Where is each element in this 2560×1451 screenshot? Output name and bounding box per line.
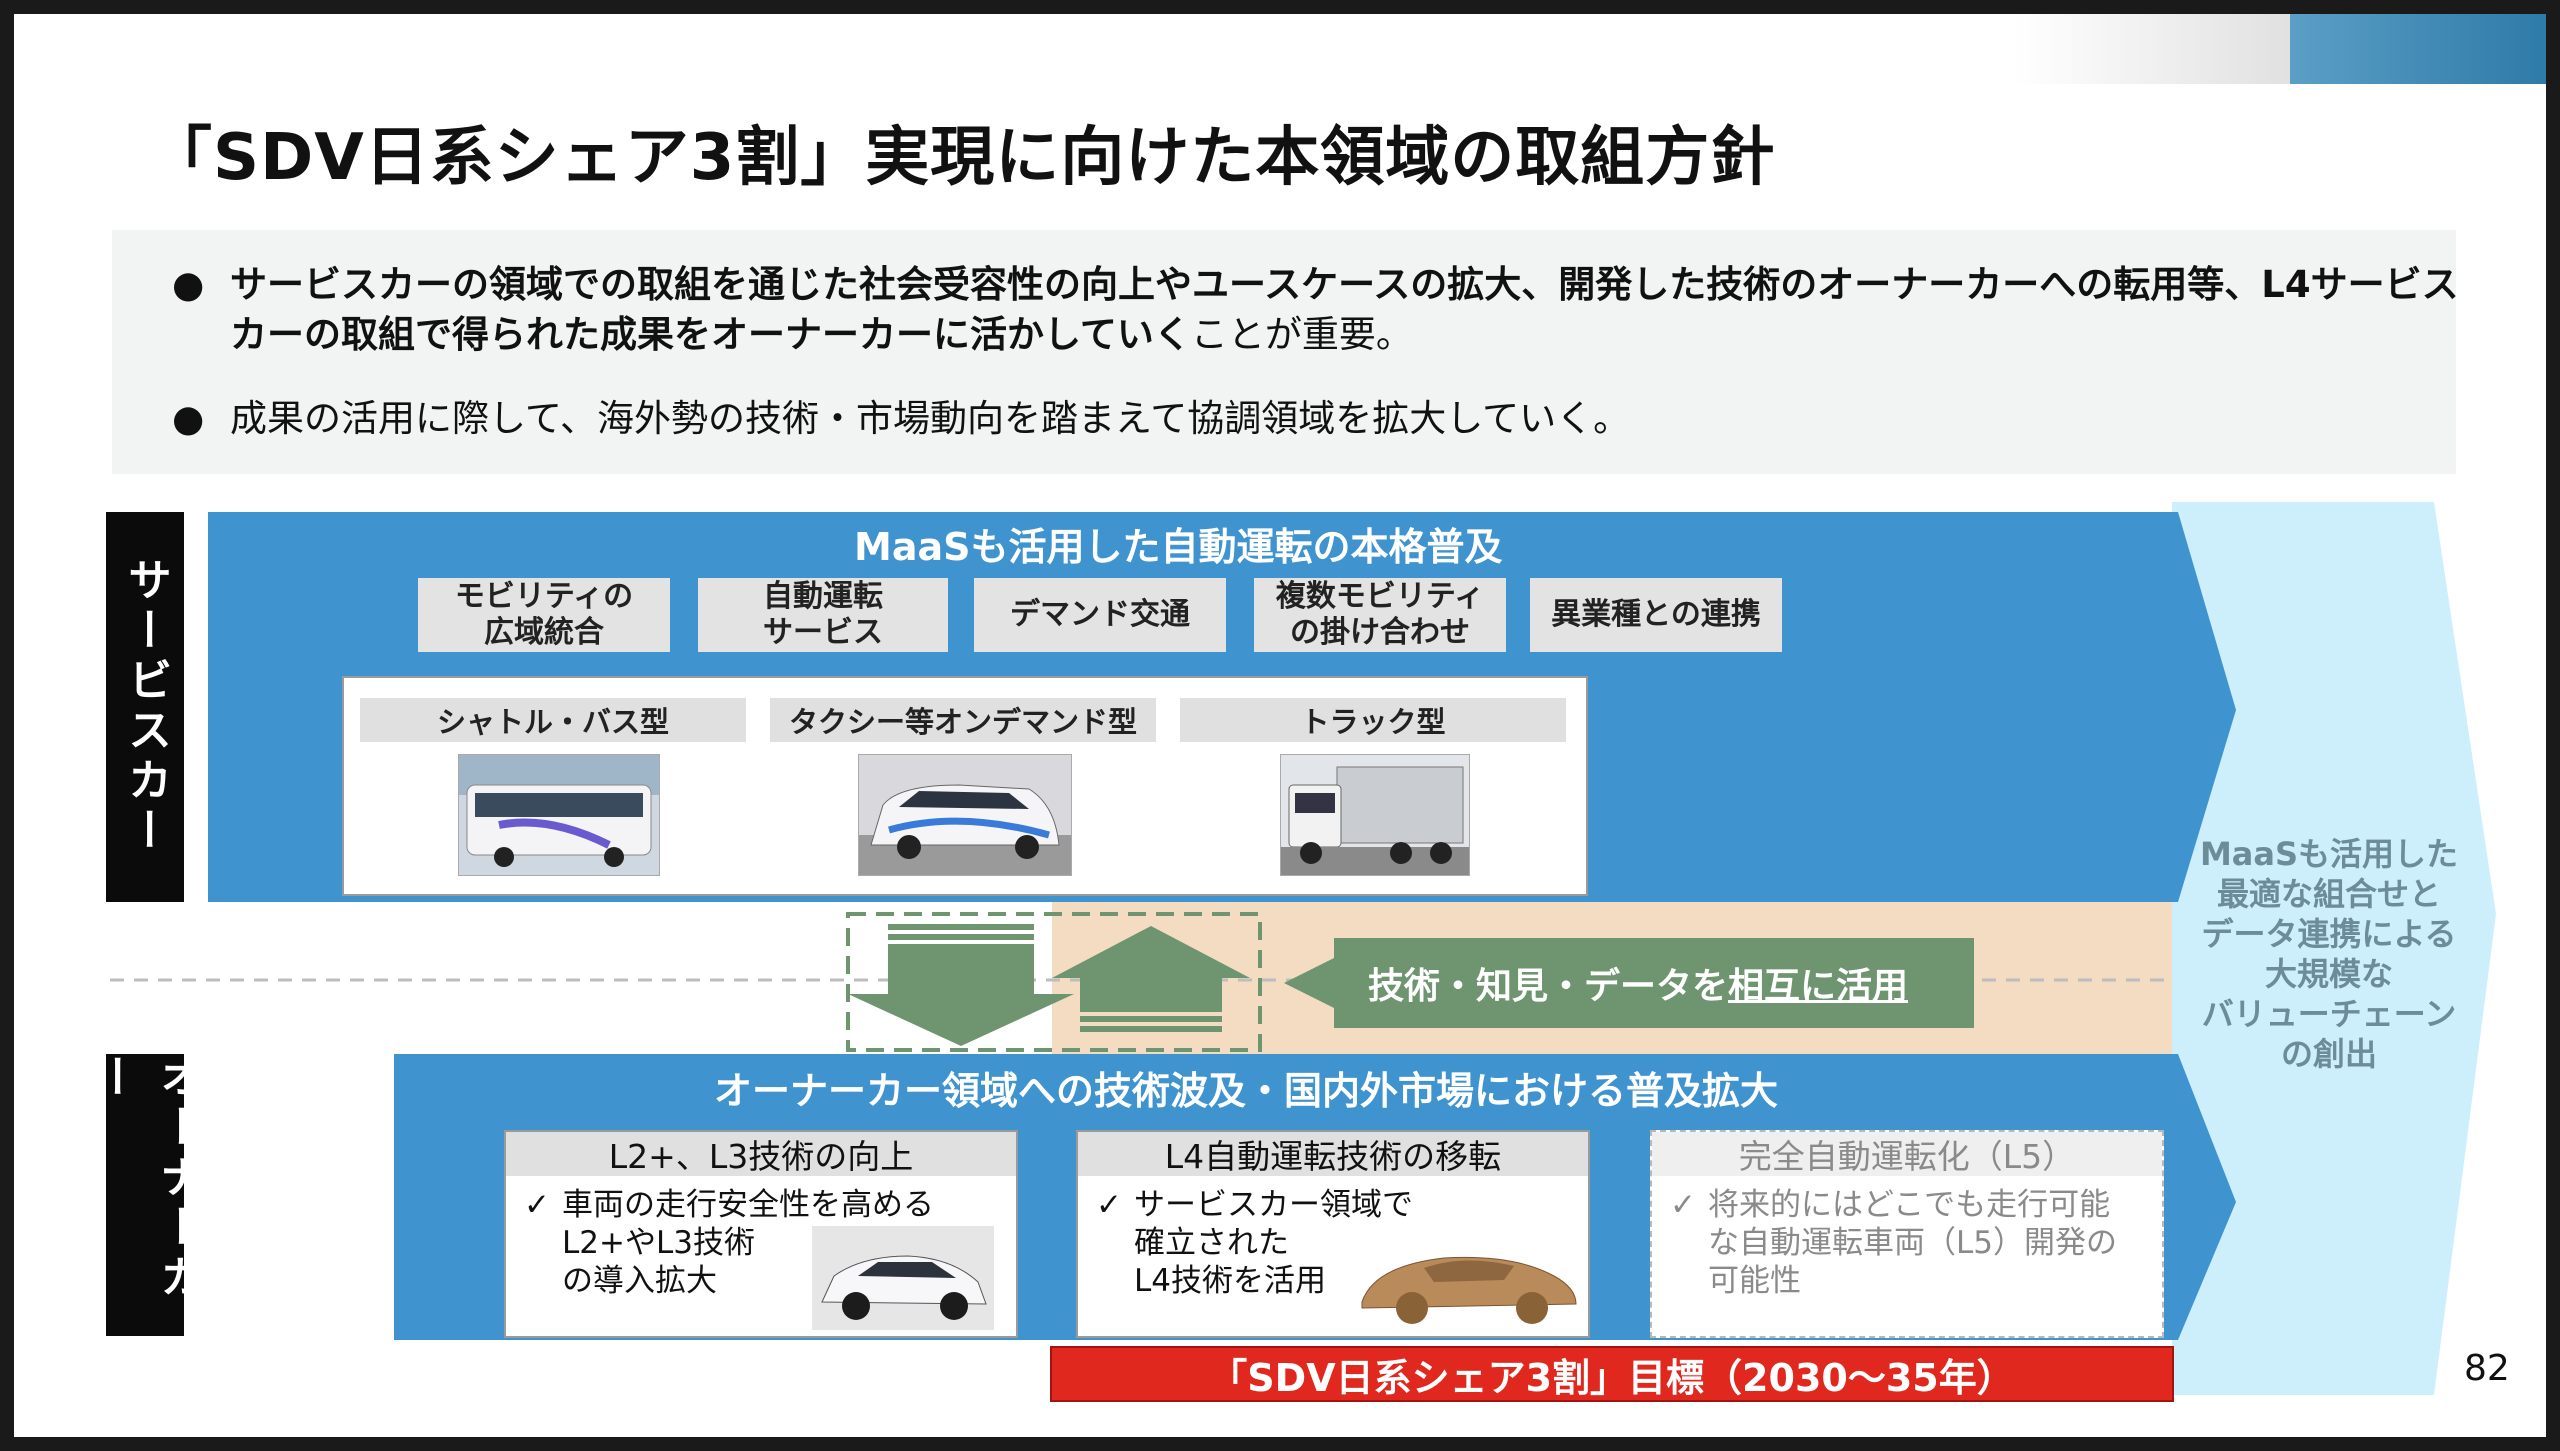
owner-box-title: 完全自動運転化（L5） bbox=[1652, 1132, 2162, 1176]
owner-box-title: L4自動運転技術の移転 bbox=[1078, 1132, 1588, 1176]
owner-box-future: 完全自動運転化（L5） ✓ 将来的にはどこでも走行可能 な自動運転車両（L5）開… bbox=[1650, 1130, 2164, 1338]
service-tag: 異業種との連携 bbox=[1530, 578, 1782, 652]
slide: 「SDV日系シェア3割」実現に向けた本領域の取組方針 ● サービスカーの領域での… bbox=[14, 14, 2546, 1437]
page-title: 「SDV日系シェア3割」実現に向けた本領域の取組方針 bbox=[148, 121, 1776, 195]
value-chain-text: MaaSも活用した 最適な組合せと データ連携による 大規模な バリューチェーン… bbox=[2199, 835, 2459, 1073]
bullet-dot-icon: ● bbox=[172, 397, 205, 440]
sedan-image bbox=[812, 1226, 994, 1330]
service-tag: 複数モビリティ の掛け合わせ bbox=[1254, 578, 1506, 652]
bullet-normal-text: ことが重要。 bbox=[1190, 313, 1413, 356]
owner-box-text: 将来的にはどこでも走行可能 な自動運転車両（L5）開発の 可能性 bbox=[1708, 1187, 2117, 1299]
service-tag: デマンド交通 bbox=[974, 578, 1226, 652]
page-number: 82 bbox=[2464, 1348, 2510, 1389]
arrow-frame bbox=[846, 912, 1262, 1052]
mutual-use-callout: 技術・知見・データを相互に活用 bbox=[1334, 938, 1974, 1028]
bullet-text: 成果の活用に際して、海外勢の技術・市場動向を踏まえて協調領域を拡大していく。 bbox=[230, 397, 1631, 440]
check-icon: ✓ bbox=[1670, 1187, 1696, 1223]
service-car-label: サービスカー bbox=[106, 512, 184, 902]
callout-text: 技術・知見・データを bbox=[1368, 966, 1729, 1007]
owner-box: L2+、L3技術の向上 ✓ 車両の走行安全性を高める L2+やL3技術 の導入拡… bbox=[504, 1130, 1018, 1338]
vehicle-type-label: トラック型 bbox=[1180, 698, 1566, 742]
callout-underline-text: 相互に活用 bbox=[1728, 966, 1909, 1007]
owner-box-title: L2+、L3技術の向上 bbox=[506, 1132, 1016, 1176]
up-arrow-icon bbox=[1052, 926, 1250, 1032]
service-tag-text: 自動運転 サービス bbox=[763, 579, 883, 650]
service-tag-text: モビリティの 広域統合 bbox=[454, 579, 634, 650]
target-banner: 「SDV日系シェア3割」目標（2030～35年） bbox=[1050, 1346, 2174, 1402]
bus-image bbox=[458, 754, 660, 876]
bullet-dot-icon: ● bbox=[172, 263, 205, 306]
owner-box-text: 車両の走行安全性を高める L2+やL3技術 の導入拡大 bbox=[562, 1187, 934, 1299]
service-tag: 自動運転 サービス bbox=[698, 578, 948, 652]
down-arrow-icon bbox=[848, 924, 1074, 1046]
service-tag: モビリティの 広域統合 bbox=[418, 578, 670, 652]
taxi-image bbox=[858, 754, 1072, 876]
callout-pointer bbox=[1284, 958, 1334, 1008]
concept-car-image bbox=[1361, 1256, 1577, 1324]
owner-car-label: オーナーカー bbox=[88, 1054, 203, 1336]
check-icon: ✓ bbox=[524, 1187, 550, 1223]
corner-accent bbox=[2290, 14, 2546, 84]
bullet-text: サービスカーの領域での取組を通じた社会受容性の向上やユースケースの拡大、開発した… bbox=[230, 260, 2490, 360]
bullet-bold-text: サービスカーの領域での取組を通じた社会受容性の向上やユースケースの拡大、開発した… bbox=[230, 263, 2459, 356]
service-tag-text: 異業種との連携 bbox=[1551, 597, 1761, 632]
owner-box: L4自動運転技術の移転 ✓ サービスカー領域で 確立された L4技術を活用 bbox=[1076, 1130, 1590, 1338]
service-header: MaaSも活用した自動運転の本格普及 bbox=[854, 525, 1503, 569]
service-tag-text: 複数モビリティ の掛け合わせ bbox=[1275, 579, 1485, 650]
vehicle-type-label: タクシー等オンデマンド型 bbox=[770, 698, 1156, 742]
owner-header: オーナーカー領域への技術波及・国内外市場における普及拡大 bbox=[714, 1069, 1779, 1113]
vehicle-type-label: シャトル・バス型 bbox=[360, 698, 746, 742]
summary-box: ● サービスカーの領域での取組を通じた社会受容性の向上やユースケースの拡大、開発… bbox=[112, 230, 2459, 474]
value-chain-arrow bbox=[2172, 502, 2496, 1395]
check-icon: ✓ bbox=[1096, 1187, 1122, 1223]
service-tag-text: デマンド交通 bbox=[1010, 597, 1190, 632]
truck-image bbox=[1280, 754, 1470, 876]
owner-box-text: サービスカー領域で 確立された L4技術を活用 bbox=[1134, 1187, 1413, 1299]
